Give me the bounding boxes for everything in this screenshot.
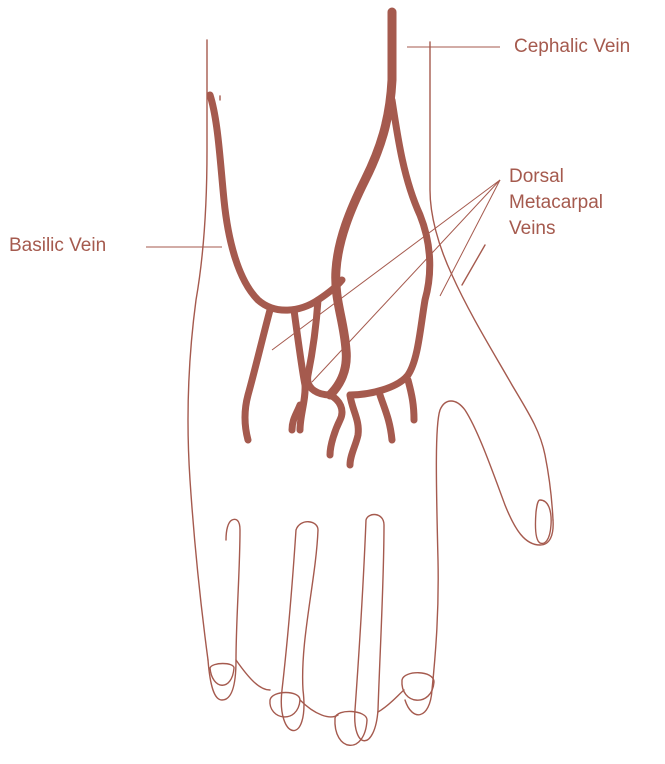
- cephalic-vein-label: Cephalic Vein: [514, 34, 630, 60]
- dorsal-network-4: [350, 395, 358, 465]
- dorsal-label-line-2: Metacarpal: [509, 190, 603, 216]
- thumb-outline: [432, 401, 553, 690]
- ring-nail: [270, 693, 300, 717]
- dorsal-label-line-3: Veins: [509, 216, 603, 242]
- dorsal-metacarpal-veins-label: Dorsal Metacarpal Veins: [509, 164, 603, 242]
- cephalic-vein: [330, 12, 392, 395]
- cephalic-branch-right: [350, 100, 430, 395]
- pinky-nail: [210, 664, 234, 686]
- basilic-vein-label: Basilic Vein: [9, 233, 106, 259]
- leader-lines: [146, 47, 500, 382]
- hand-outline-left: [188, 40, 208, 660]
- middle-finger: [355, 515, 384, 741]
- thumb-crease: [462, 245, 485, 285]
- hand-outline-right: [430, 42, 553, 520]
- dorsal-leader-3: [440, 180, 500, 296]
- index-nail: [402, 673, 434, 700]
- dorsal-leader-1: [272, 180, 500, 350]
- dorsal-label-line-1: Dorsal: [509, 164, 603, 190]
- dorsal-network-1: [245, 310, 270, 440]
- dorsal-network-6: [408, 380, 414, 420]
- veins: [210, 12, 430, 465]
- thumb-nail: [535, 500, 551, 543]
- dorsal-network-5: [380, 395, 392, 440]
- index-finger: [405, 690, 432, 715]
- basilic-vein: [210, 95, 342, 310]
- dorsal-network-3: [308, 300, 342, 455]
- pinky-finger: [208, 519, 240, 700]
